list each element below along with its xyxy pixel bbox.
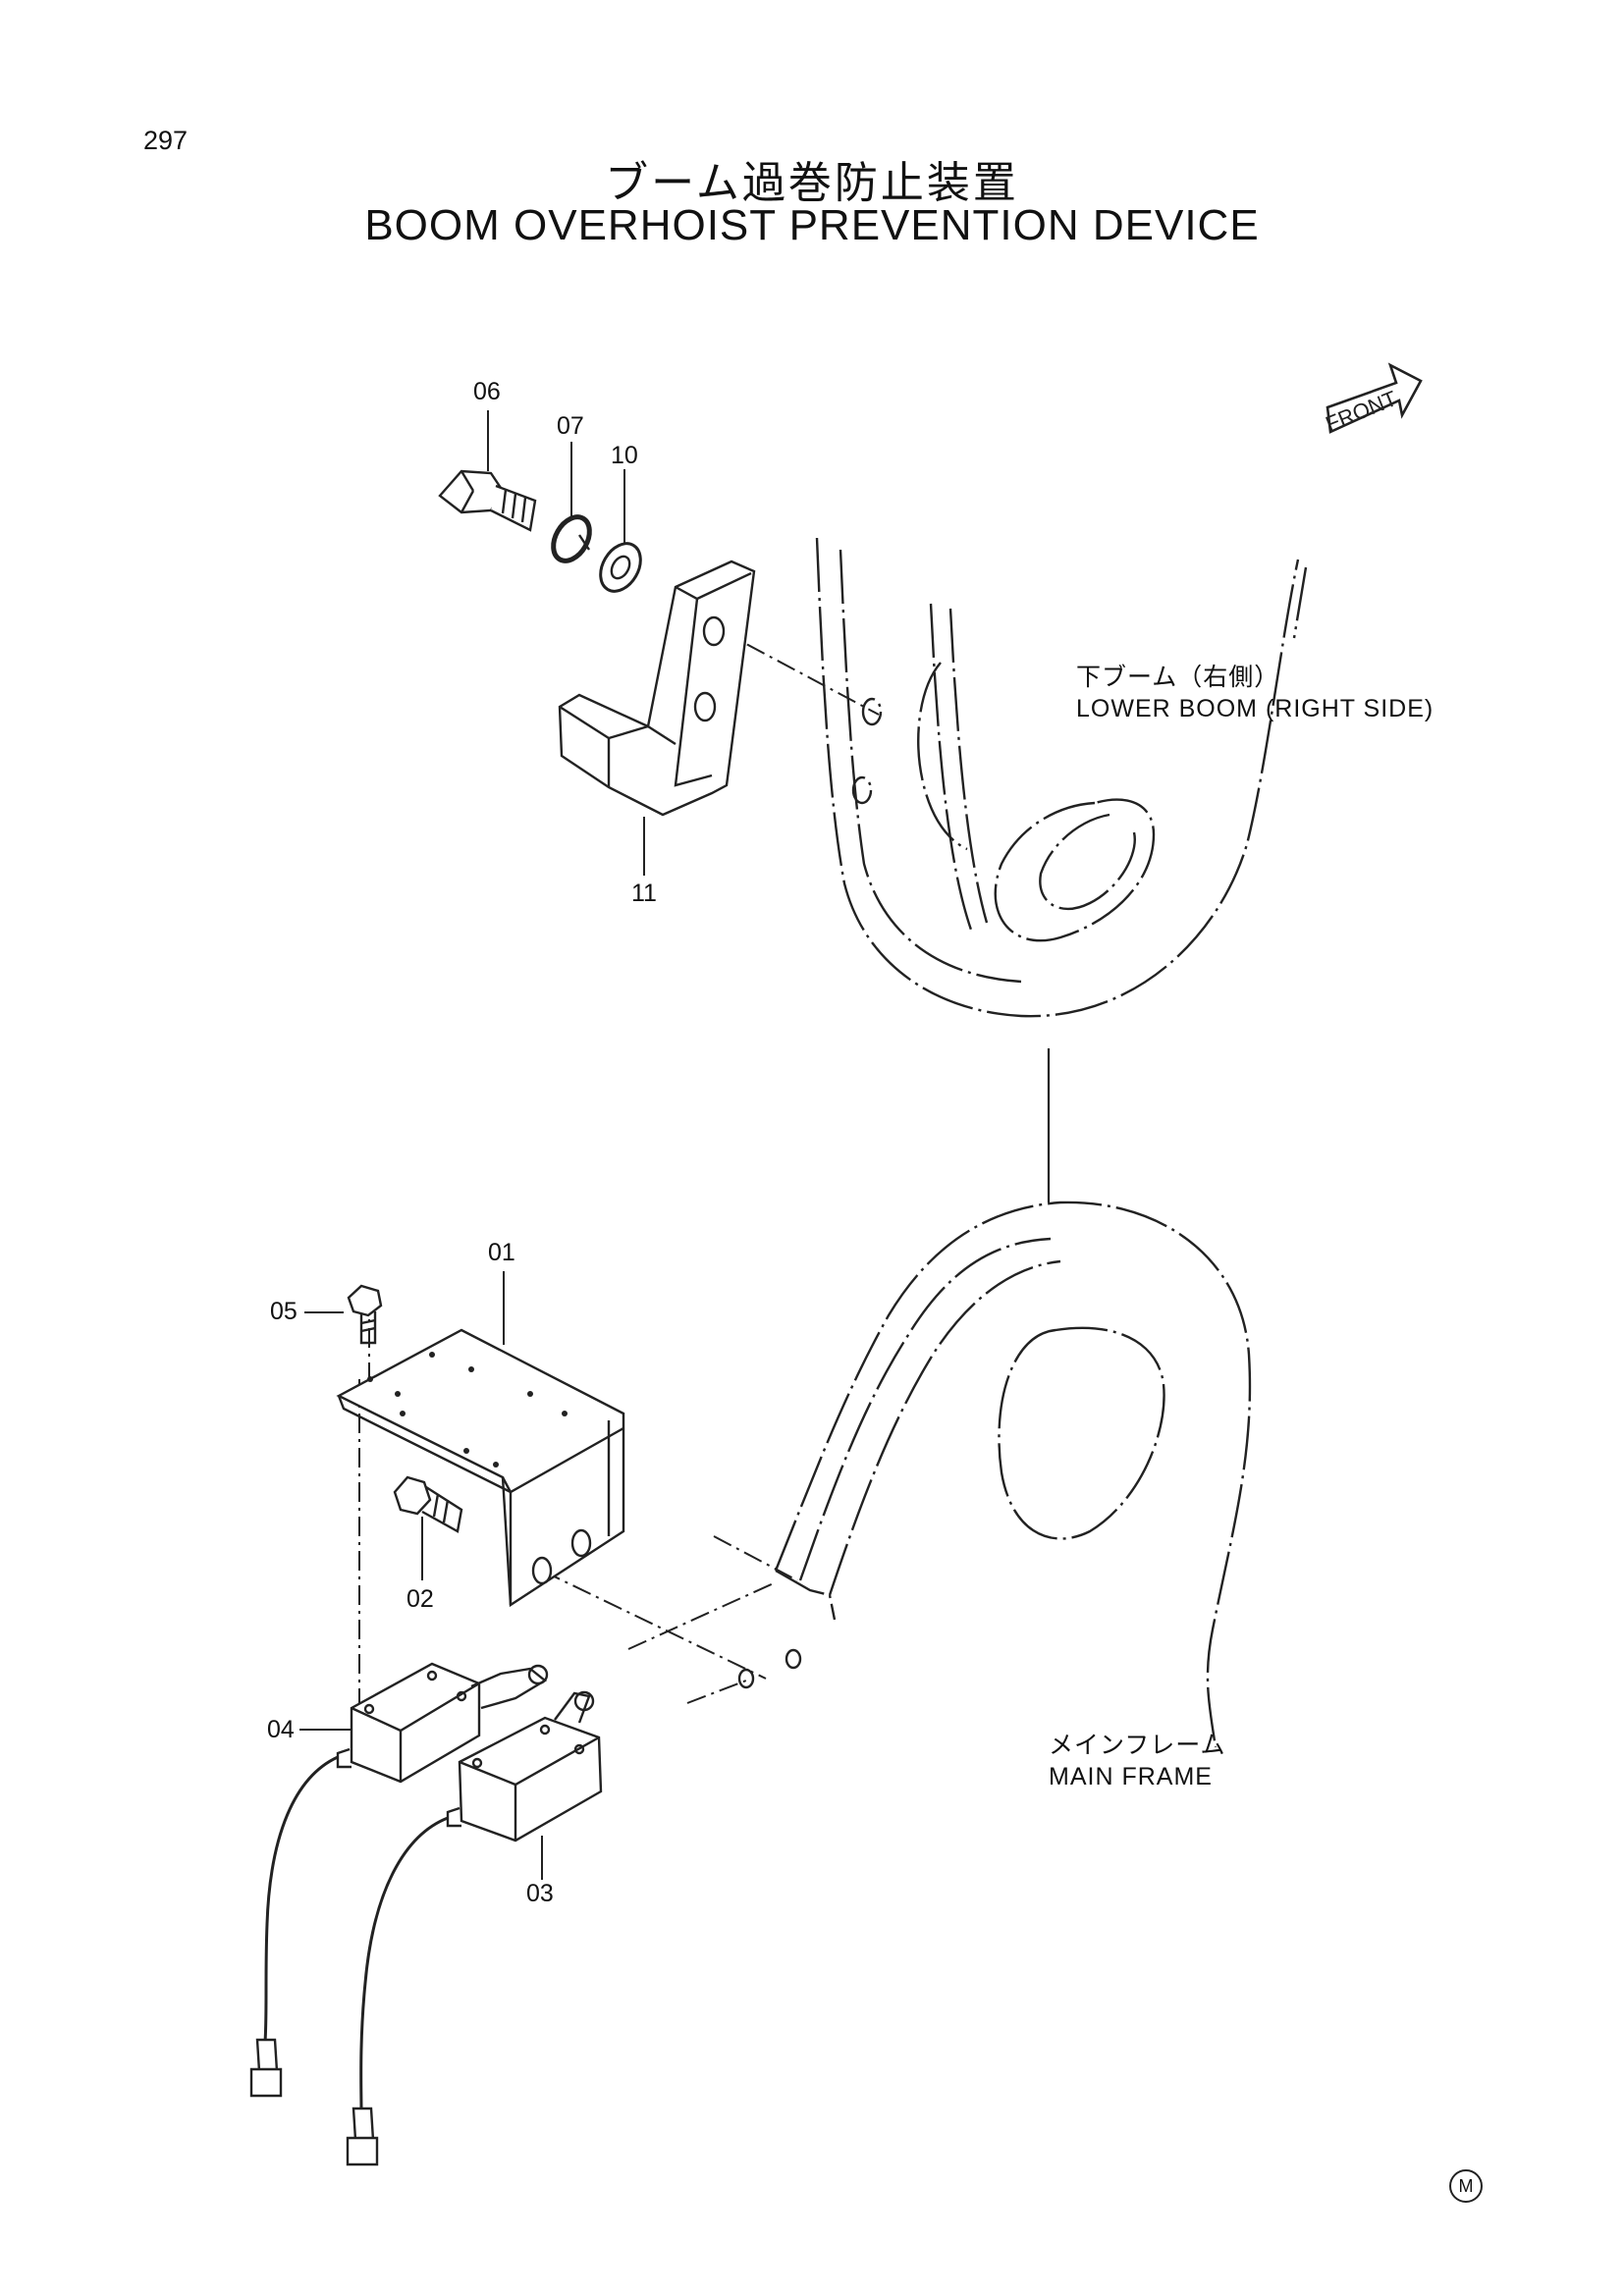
bolt-02[interactable] <box>393 1475 463 1533</box>
corner-mark: M <box>1449 2169 1483 2203</box>
lock-washer-07[interactable] <box>546 510 597 567</box>
limit-switch-04[interactable] <box>249 1662 549 2098</box>
title-japanese: ブーム過巻防止装置 <box>605 158 1019 208</box>
main-frame-label-en: MAIN FRAME <box>1049 1763 1213 1790</box>
callout-04: 04 <box>267 1716 295 1743</box>
lower-boom-label-en: LOWER BOOM (RIGHT SIDE) <box>1076 695 1435 722</box>
switch-bracket-01[interactable] <box>336 1328 625 1608</box>
cam-bracket-11[interactable] <box>558 560 756 817</box>
hex-bolt-06[interactable] <box>438 469 537 532</box>
main-frame-label-ja: メインフレーム <box>1049 1731 1226 1759</box>
front-arrow-icon: FRONT <box>1323 362 1423 437</box>
callout-02: 02 <box>406 1585 434 1613</box>
page-number: 297 <box>143 126 189 155</box>
flat-washer-10[interactable] <box>592 536 648 598</box>
callout-10: 10 <box>611 442 638 469</box>
lower-boom-outline <box>815 537 1308 1018</box>
callout-11: 11 <box>631 880 657 907</box>
title-english: BOOM OVERHOIST PREVENTION DEVICE <box>364 201 1260 249</box>
screw-05[interactable] <box>347 1284 383 1345</box>
limit-switch-03[interactable] <box>346 1690 603 2166</box>
main-frame-outline <box>737 1201 1252 1748</box>
lower-boom-label-ja: 下ブーム（右側） <box>1076 663 1280 691</box>
callout-03: 03 <box>526 1880 554 1907</box>
callout-06: 06 <box>473 378 501 405</box>
alignment-lines <box>358 627 880 1713</box>
callout-leaders <box>299 410 645 1880</box>
front-label: FRONT <box>1323 386 1401 437</box>
callout-01: 01 <box>488 1239 515 1266</box>
callout-07: 07 <box>557 412 584 440</box>
callout-05: 05 <box>270 1298 298 1325</box>
